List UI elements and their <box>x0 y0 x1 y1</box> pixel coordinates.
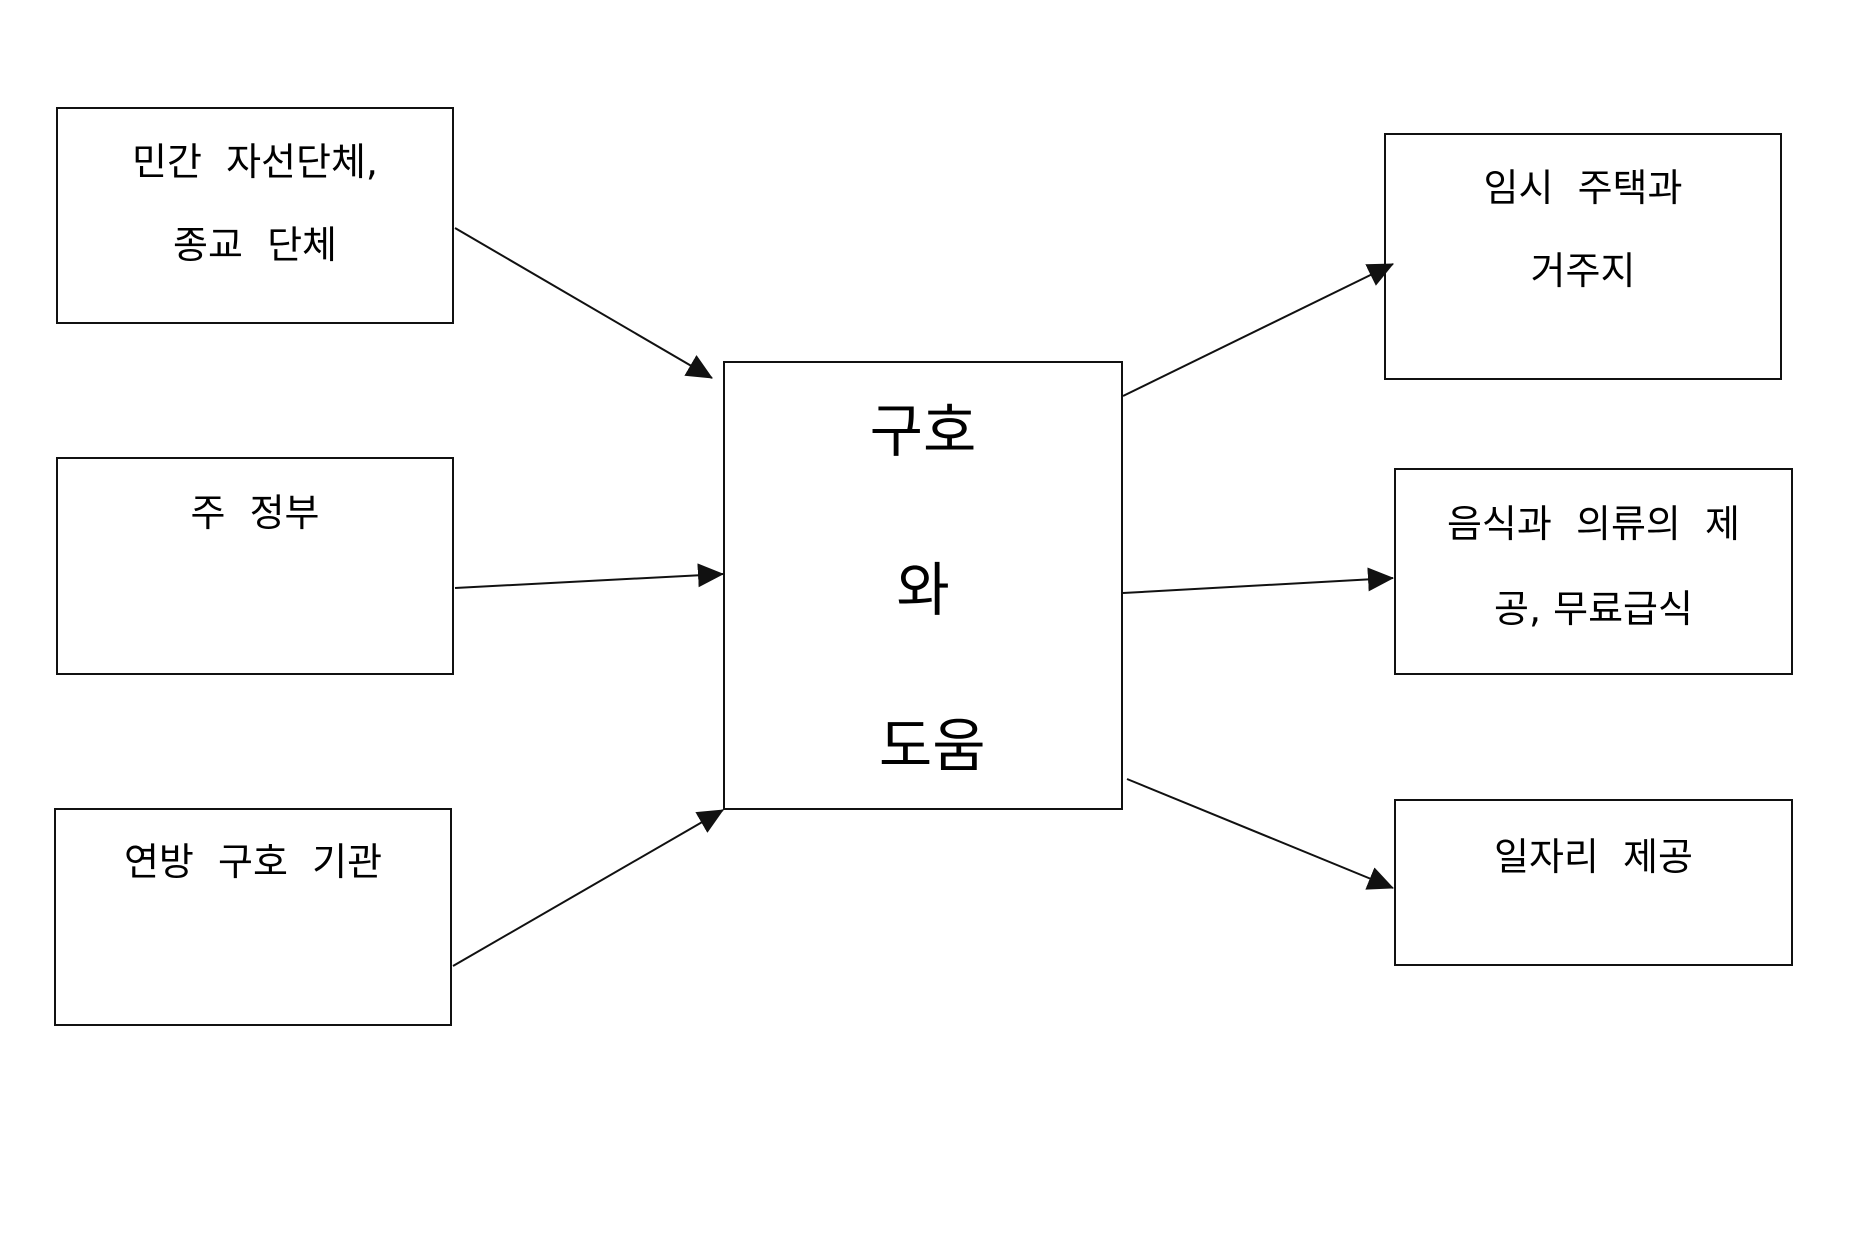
source-box-federal-relief: 연방 구호 기관 <box>54 808 452 1026</box>
outcome-box-food-clothing: 음식과 의류의 제 공, 무료급식 <box>1394 468 1793 675</box>
box-label-line: 공, 무료급식 <box>1494 587 1693 631</box>
arrow-state-government-to-center <box>454 563 724 589</box>
box-label-line: 일자리 제공 <box>1494 835 1693 879</box>
arrow-charities-to-center <box>454 227 713 379</box>
center-label-line: 와 <box>896 556 950 624</box>
box-label-line: 임시 주택과 <box>1483 166 1683 210</box>
box-label-line: 종교 단체 <box>173 223 337 267</box>
arrow-center-to-jobs <box>1126 778 1394 890</box>
center-label-line: 도움 <box>860 712 986 780</box>
source-box-charities: 민간 자선단체, 종교 단체 <box>56 107 454 324</box>
box-label-line: 연방 구호 기관 <box>123 840 383 884</box>
box-label-line: 민간 자선단체, <box>132 140 378 184</box>
arrow-federal-relief-to-center <box>452 809 724 967</box>
box-label-line: 음식과 의류의 제 <box>1446 502 1741 546</box>
outcome-box-jobs: 일자리 제공 <box>1394 799 1793 966</box>
box-label-line: 거주지 <box>1530 249 1636 293</box>
center-label-line: 구호 <box>869 397 977 465</box>
center-box-relief-and-aid: 구호 와 도움 <box>723 361 1123 810</box>
source-box-state-government: 주 정부 <box>56 457 454 675</box>
arrow-center-to-housing <box>1122 263 1394 397</box>
box-label-line: 주 정부 <box>190 491 320 535</box>
outcome-box-housing: 임시 주택과 거주지 <box>1384 133 1782 380</box>
arrow-center-to-food-clothing <box>1122 567 1394 594</box>
